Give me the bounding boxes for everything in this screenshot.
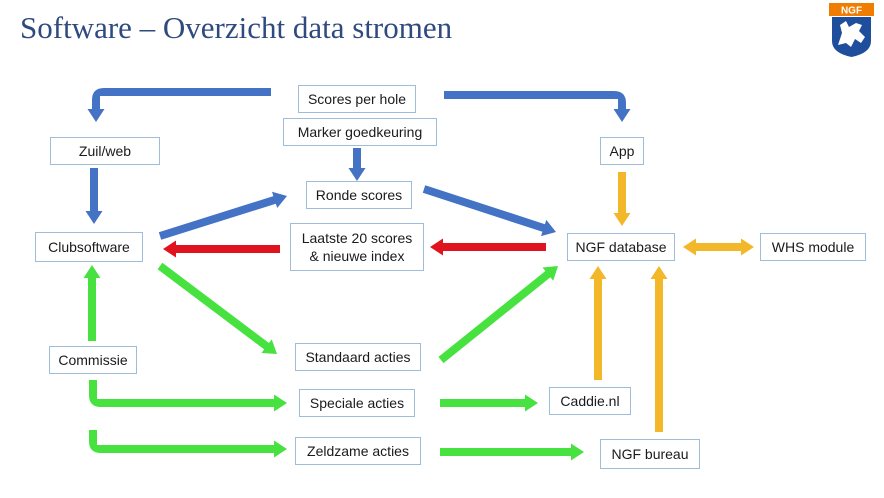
logo-banner	[829, 3, 874, 16]
arrow-zuil-web-to-clubsoftware	[85, 168, 103, 224]
node-ngf-bureau: NGF bureau	[600, 439, 700, 469]
node-ngf-database: NGF database	[567, 233, 675, 261]
arrow-caddie-to-ngf-database	[589, 266, 607, 380]
node-speciale-acties: Speciale acties	[299, 389, 415, 417]
node-whs-module: WHS module	[760, 233, 866, 261]
arrow-standaard-acties-to-ngf-database	[438, 266, 558, 364]
arrow-commissie-to-speciale-acties	[89, 380, 287, 412]
node-laatste-20-scores: Laatste 20 scores & nieuwe index	[290, 223, 424, 271]
node-scores-per-hole: Scores per hole	[298, 85, 416, 113]
arrow-ngf-database-to-whs-module	[683, 238, 754, 256]
node-zuil-web: Zuil/web	[50, 137, 160, 165]
arrow-scores-per-hole-to-app	[444, 91, 631, 122]
arrow-laatste-20-to-clubsoftware	[163, 240, 280, 258]
node-standaard-acties: Standaard acties	[295, 343, 421, 371]
arrow-scores-per-hole-to-zuil-web	[87, 88, 271, 122]
arrow-ngf-database-to-laatste-20	[430, 238, 546, 256]
node-commissie: Commissie	[49, 346, 137, 374]
arrow-clubsoftware-to-ronde-scores	[158, 191, 287, 240]
arrow-ronde-scores-to-ngf-database	[422, 185, 556, 237]
ngf-logo: NGF	[829, 3, 874, 57]
arrow-zeldzame-acties-to-ngf-bureau	[440, 443, 584, 461]
arrow-app-to-ngf-database	[613, 172, 631, 226]
node-marker-goedkeuring: Marker goedkeuring	[283, 118, 437, 146]
arrow-ngf-bureau-to-ngf-database	[650, 266, 668, 432]
node-clubsoftware: Clubsoftware	[35, 232, 143, 262]
node-ronde-scores: Ronde scores	[306, 181, 412, 209]
slide-title: Software – Overzicht data stromen	[20, 10, 453, 45]
logo-lion-icon	[838, 21, 865, 47]
arrow-speciale-acties-to-caddie	[440, 394, 538, 412]
node-app: App	[600, 137, 644, 165]
arrow-clubsoftware-to-standaard-acties	[157, 262, 277, 354]
node-zeldzame-acties: Zeldzame acties	[295, 437, 421, 465]
arrow-marker-goedkeuring-to-ronde-scores	[348, 148, 366, 181]
logo-text: NGF	[841, 6, 862, 17]
arrow-commissie-to-clubsoftware	[83, 265, 101, 341]
arrow-commissie-to-zeldzame-acties	[89, 430, 287, 458]
node-caddie-nl: Caddie.nl	[549, 387, 631, 415]
